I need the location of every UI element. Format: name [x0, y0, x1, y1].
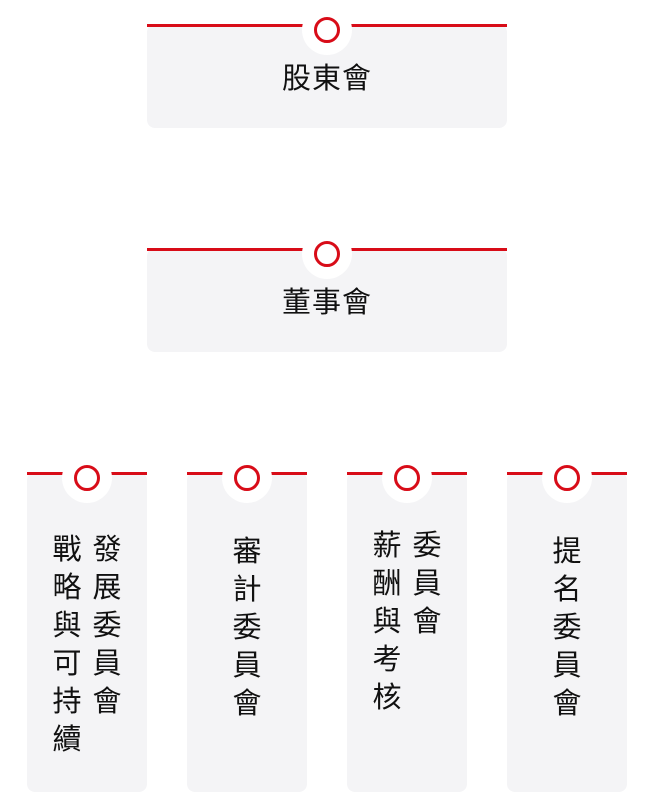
board-of-directors-label: 董事會	[281, 285, 372, 319]
node-circle-icon	[542, 453, 592, 503]
shareholders-meeting-box: 股東會	[147, 5, 507, 128]
committee-label-column-1: 提名委員會	[552, 534, 582, 720]
audit-committee-box: 審計委員會	[187, 453, 307, 792]
remuneration-committee-box: 委員會 薪酬與考核	[347, 453, 467, 792]
node-circle-icon	[302, 229, 352, 279]
committee-label-column-1: 委員會	[412, 528, 442, 638]
board-of-directors-box: 董事會	[147, 229, 507, 352]
node-circle-icon	[382, 453, 432, 503]
committee-label-column-1: 發展委員會	[92, 532, 122, 718]
strategy-sustainability-committee-box: 發展委員會 戰略與可持續	[27, 453, 147, 792]
node-circle-icon	[222, 453, 272, 503]
node-circle-icon	[62, 453, 112, 503]
committee-label-column-2: 薪酬與考核	[372, 528, 402, 714]
shareholders-meeting-label: 股東會	[281, 61, 372, 95]
committee-label-column-1: 審計委員會	[232, 534, 262, 720]
nomination-committee-box: 提名委員會	[507, 453, 627, 792]
committee-label-column-2: 戰略與可持續	[52, 532, 82, 756]
node-circle-icon	[302, 5, 352, 55]
